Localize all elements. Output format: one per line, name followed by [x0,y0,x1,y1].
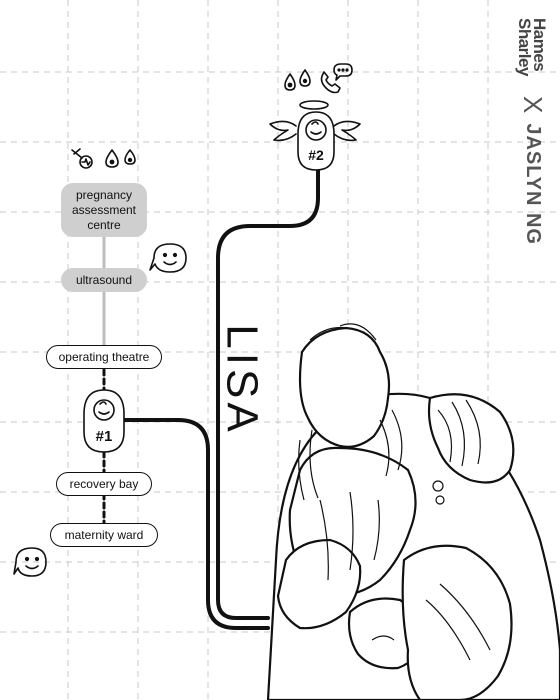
recovery-bay-node: recovery bay [56,472,152,496]
partner-logo-line2: Sharley [515,18,535,76]
baby-1-label: #1 [95,427,113,445]
patient-name-text: LISA [218,324,268,436]
baby-face-features [310,121,322,135]
operating-theatre-node: operating theatre [46,345,162,369]
maternity-ward-node: maternity ward [50,523,158,547]
patient-name: LISA [218,324,267,435]
smiley-icon [13,547,47,577]
baby-face-icon [93,399,115,421]
baby1-journey-line [122,418,270,630]
phone-icon [320,71,341,94]
baby2-journey-line [216,166,320,620]
brand-lockup: Hames Sharley X JASLYN NG [515,18,550,245]
brand-separator: X [518,96,548,114]
heart-rate-monitor-icon [71,148,93,169]
baby1-badge [83,389,125,453]
partner-logo-line1: Hames [530,18,550,72]
drop-icon [299,69,311,87]
ultrasound-node: ultrasound [61,268,147,292]
drop-icon [105,149,119,168]
partner-logo: Hames Sharley [515,18,550,82]
smiley-icon [149,243,187,273]
baby-face-icon [305,119,327,141]
chat-bubble-icon [333,63,353,81]
drop-icon [284,73,296,91]
drop-icon [124,149,136,165]
angel-halo-icon [299,100,329,110]
artist-name: JASLYN NG [522,123,544,245]
baby-face-features [98,401,110,415]
angel-wings-icon [333,120,361,142]
baby-2-label: #2 [308,146,324,163]
pregnancy-assessment-centre-node: pregnancy assessment centre [61,183,147,237]
angel-wings-icon [269,120,297,142]
